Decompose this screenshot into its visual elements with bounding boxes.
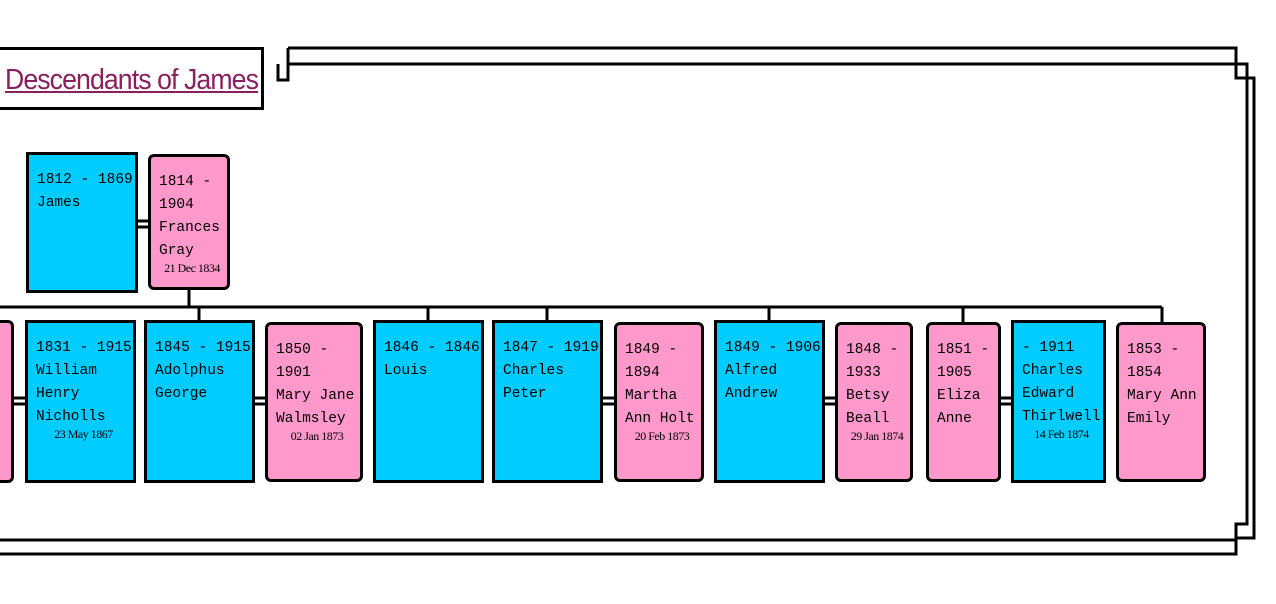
person-name-line: Charles [1022,363,1083,379]
frame-notch [276,64,290,82]
person-name-line: 1854 [1127,365,1162,381]
person-name-line: 1894 [625,365,660,381]
person-name-line: Henry [36,386,80,402]
person-dates: 1812 - 1869 [37,172,133,188]
person-name-line: Andrew [725,386,778,402]
person-dates: 1847 - 1919 [503,340,599,356]
person-card-c0[interactable] [0,320,14,483]
person-name-line: William [36,363,97,379]
person-name-line: James [37,195,81,211]
person-name-line: Gray [159,243,194,259]
person-name-line: Eliza [937,388,981,404]
person-name-line: Beall [846,411,890,427]
person-dates: 1850 - [276,342,329,358]
person-name-line: Emily [1127,411,1171,427]
marriage-date: 02 Jan 1873 [290,429,344,443]
spouse-link-c2-c3 [253,396,267,406]
person-name-line: Nicholls [36,409,106,425]
person-name-line: Frances [159,220,220,236]
person-name-line: 1905 [937,365,972,381]
person-dates: - 1911 [1022,340,1075,356]
chart-title[interactable]: Descendants of James [5,64,259,96]
person-dates: 1846 - 1846 [384,340,480,356]
marriage-date: 21 Dec 1834 [164,261,220,275]
person-dates: 1849 - 1906 [725,340,821,356]
person-dates: 1831 - 1915 [36,340,132,356]
person-name-line: Walmsley [276,411,346,427]
person-name-line: George [155,386,208,402]
person-name-line: Thirlwell [1022,409,1101,425]
person-name-line: Peter [503,386,547,402]
person-name-line: 1904 [159,197,194,213]
person-name-line: Alfred [725,363,778,379]
person-dates: 1851 - [937,342,990,358]
person-name-line: 1933 [846,365,881,381]
person-name-line: Louis [384,363,428,379]
person-name-line: Martha [625,388,678,404]
person-dates: 1849 - [625,342,678,358]
person-dates: 1848 - [846,342,899,358]
person-name-line: Anne [937,411,972,427]
person-dates: 1814 - [159,174,212,190]
person-name-line: Mary Ann [1127,388,1197,404]
person-name-line: Charles [503,363,564,379]
spouse-link-c0-c1 [12,396,26,406]
person-name-line: Mary Jane [276,388,355,404]
person-name-line: 1901 [276,365,311,381]
marriage-date: 20 Feb 1873 [634,429,690,443]
person-name-line: Adolphus [155,363,225,379]
marriage-date: 23 May 1867 [54,427,113,441]
person-dates: 1845 - 1915 [155,340,251,356]
spouse-link-c5-c6 [602,396,616,406]
spouse-link-c9-c10 [999,396,1013,406]
marriage-date: 29 Jan 1874 [850,429,904,443]
person-name-line: Betsy [846,388,890,404]
title-box: Descendants of James [0,47,264,110]
frame-top-inner [286,48,1236,66]
frame-right-outer [0,64,1256,556]
person-name-line: Ann Holt [625,411,695,427]
person-dates: 1853 - [1127,342,1180,358]
person-name-line: Edward [1022,386,1075,402]
marriage-date: 14 Feb 1874 [1034,427,1089,441]
